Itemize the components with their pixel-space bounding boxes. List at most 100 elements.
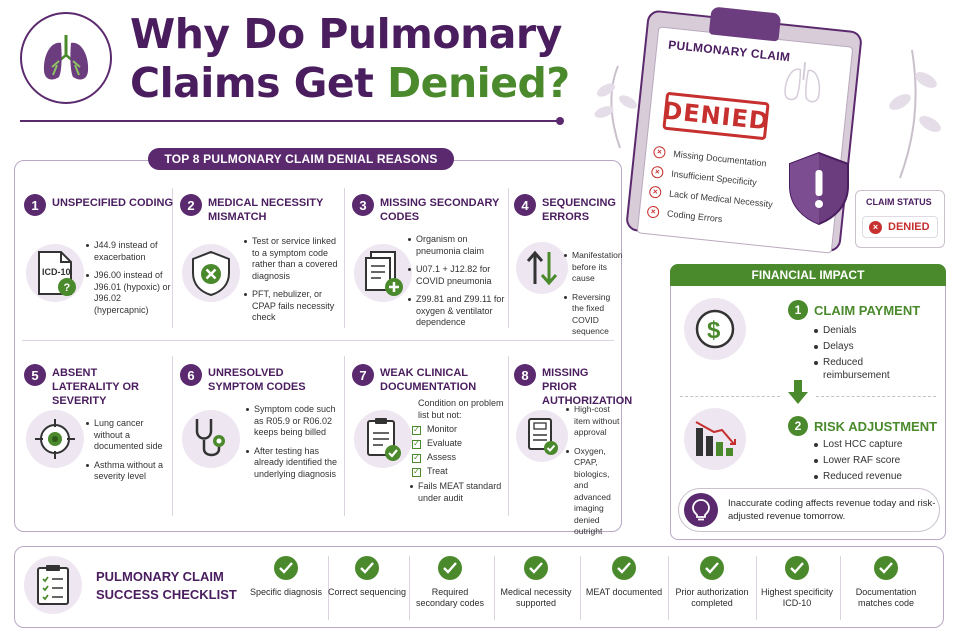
x-circle-icon: ×	[648, 185, 662, 199]
x-circle-icon: ×	[652, 145, 667, 159]
checklist-item-label: Prior authorization completed	[675, 587, 749, 608]
leaf-decoration-icon	[594, 65, 638, 149]
checklist-item: Correct sequencing	[327, 556, 407, 598]
checklist-item-label: Medical necessity supported	[500, 587, 572, 608]
reason-bullets: J44.9 instead of exacerbation J96.00 ins…	[86, 240, 176, 323]
list-item: Reversing the fixed COVID sequence	[564, 292, 620, 338]
stethoscope-icon	[195, 419, 225, 457]
list-item: Organism on pneumonia claim	[408, 234, 508, 257]
reason-card-7: 7 WEAK CLINICAL DOCUMENTATION Condition …	[352, 364, 504, 534]
column-divider	[668, 556, 669, 620]
icon-badge	[516, 242, 568, 294]
success-checklist-panel	[14, 546, 944, 628]
clipboard-check-icon	[367, 418, 401, 461]
impact-number: 1	[788, 300, 808, 320]
list-item: Reduced reimbursement	[814, 356, 910, 382]
checklist-item: Highest specificity ICD-10	[757, 556, 837, 609]
title-divider-dot	[556, 117, 564, 125]
list-item: Manifestation before its cause	[564, 250, 623, 285]
checklist-row: ✓Evaluate	[412, 438, 463, 449]
reason-title: MEDICAL NECESSITY MISMATCH	[208, 197, 324, 223]
reason-card-1: 1 UNSPECIFIED CODING ICD-10 ? J44.9 inst…	[24, 194, 174, 364]
checklist-item: Documentation matches code	[846, 556, 926, 609]
checklist-item: MEAT documented	[584, 556, 664, 598]
list-item: Reduced revenue	[814, 470, 938, 483]
financial-note-text: Inaccurate coding affects revenue today …	[728, 498, 936, 522]
checklist-item-label: Correct sequencing	[327, 587, 407, 597]
shield-warning-icon	[789, 151, 849, 226]
section-divider	[816, 396, 936, 397]
checklist-item-label: Required secondary codes	[415, 587, 485, 608]
column-divider	[508, 356, 509, 516]
list-item: Z99.81 and Z99.11 for oxygen & ventilato…	[408, 294, 508, 329]
reason-number: 1	[24, 194, 46, 216]
checklist-item-label: Documentation matches code	[855, 587, 917, 608]
title-divider	[20, 120, 560, 122]
impact-title: CLAIM PAYMENT	[814, 303, 921, 318]
documents-plus-icon	[365, 251, 403, 296]
column-divider	[494, 556, 495, 620]
icon-badge	[182, 244, 240, 302]
list-item: Symptom code such as R05.9 or R06.02 kee…	[246, 404, 340, 439]
column-divider	[172, 356, 173, 516]
icd10-document-icon: ICD-10 ?	[38, 251, 76, 296]
icon-badge	[26, 410, 84, 468]
financial-impact-heading: FINANCIAL IMPACT	[670, 264, 946, 286]
icon-badge: $	[684, 298, 746, 360]
checklist-row: ✓Treat	[412, 466, 448, 477]
checklist-item: Medical necessity supported	[496, 556, 576, 609]
dollar-icon: $	[695, 309, 735, 349]
column-divider	[508, 188, 509, 328]
list-item: PFT, nebulizer, or CPAP fails necessity …	[244, 289, 344, 324]
x-circle-icon: ×	[869, 220, 882, 234]
claim-status-badge: × DENIED	[862, 216, 938, 238]
check-circle-icon	[700, 556, 724, 580]
column-divider	[172, 188, 173, 328]
claim-status-card	[855, 190, 945, 248]
list-item: Fails MEAT standard under audit	[410, 481, 510, 504]
list-item: U07.1 + J12.82 for COVID pneumonia	[408, 264, 508, 287]
reason-title: UNSPECIFIED CODING	[52, 197, 174, 209]
reason-card-6: 6 UNRESOLVED SYMPTOM CODES Symptom code …	[180, 364, 337, 534]
reason-title: ABSENT LATERALITY OR SEVERITY	[52, 367, 139, 407]
check-circle-icon	[785, 556, 809, 580]
lightbulb-icon	[692, 499, 710, 521]
checklist-item: Prior authorization completed	[672, 556, 752, 609]
checklist-row: ✓Assess	[412, 452, 457, 463]
checklist-item: Specific diagnosis	[246, 556, 326, 598]
lungs-watermark-icon	[784, 62, 821, 103]
check-circle-icon	[524, 556, 548, 580]
declining-chart-icon	[695, 421, 736, 456]
list-item: Lost HCC capture	[814, 438, 938, 451]
title-line-2: Claims Get Denied?	[130, 59, 570, 107]
list-item: J44.9 instead of exacerbation	[86, 240, 176, 263]
checklist-item: Required secondary codes	[410, 556, 490, 609]
checklist-item-label: Highest specificity ICD-10	[760, 587, 834, 608]
column-divider	[756, 556, 757, 620]
section-divider	[680, 396, 780, 397]
impact-bullets: Denials Delays Reduced reimbursement	[814, 324, 934, 385]
checkbox-checked-icon: ✓	[412, 452, 421, 463]
reason-card-8: 8 MISSING PRIOR AUTHORIZATION High-cost …	[514, 364, 632, 536]
icon-badge	[684, 493, 718, 527]
column-divider	[328, 556, 329, 620]
reason-bullets: Lung cancer without a documented side As…	[86, 418, 170, 490]
list-item: Oxygen, CPAP, biologics, and advanced im…	[566, 446, 622, 538]
column-divider	[344, 188, 345, 328]
reason-title: WEAK CLINICAL DOCUMENTATION	[380, 367, 477, 393]
denial-reason-list: ×Missing Documentation ×Insufficient Spe…	[646, 142, 778, 235]
column-divider	[344, 356, 345, 516]
impact-title: RISK ADJUSTMENT	[814, 419, 938, 434]
icon-badge: ICD-10 ?	[26, 244, 84, 302]
icon-badge	[24, 556, 82, 614]
checklist-item-label: MEAT documented	[585, 587, 663, 597]
reason-bullets: Organism on pneumonia claim U07.1 + J12.…	[408, 234, 508, 336]
reason-card-5: 5 ABSENT LATERALITY OR SEVERITY Lung can…	[24, 364, 174, 534]
checkbox-checked-icon: ✓	[412, 424, 421, 435]
column-divider	[580, 556, 581, 620]
svg-text:?: ?	[64, 282, 71, 294]
leaf-decoration-icon	[889, 49, 941, 179]
row-divider	[22, 340, 614, 341]
list-item: High-cost item without approval	[566, 404, 622, 439]
reason-number: 7	[352, 364, 374, 386]
